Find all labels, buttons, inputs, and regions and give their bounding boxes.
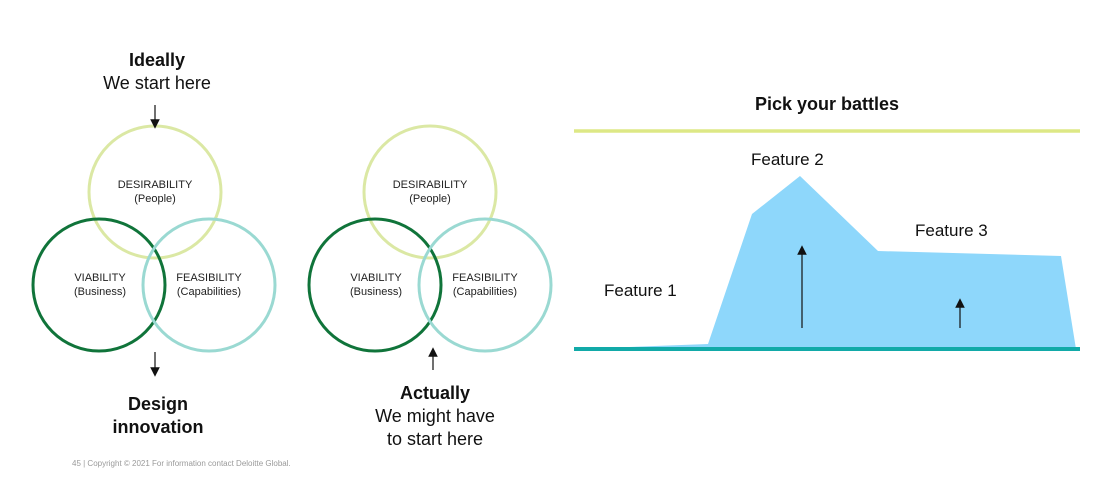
- left-bottom-line1: Design: [127, 394, 189, 414]
- feature3-label: Feature 3: [915, 221, 988, 240]
- left-venn-diagram: [31, 105, 277, 377]
- left-feasibility-circle: [141, 217, 277, 353]
- middle-feasibility-label: FEASIBILITY (Capabilities): [452, 271, 517, 299]
- left-top-subtitle: We start here: [103, 73, 211, 93]
- left-viability-circle: [31, 217, 167, 353]
- battles-chart: [574, 129, 1080, 351]
- middle-viability-circle: [307, 217, 443, 353]
- middle-bottom-line2: to start here: [386, 429, 484, 449]
- left-feasibility-label: FEASIBILITY (Capabilities): [176, 271, 241, 299]
- middle-viability-label: VIABILITY (Business): [350, 271, 402, 299]
- feature1-label: Feature 1: [604, 281, 677, 300]
- left-desirability-sub: (People): [134, 193, 176, 205]
- left-viability-title: VIABILITY: [74, 272, 126, 284]
- left-viability-label: VIABILITY (Business): [74, 271, 126, 299]
- middle-desirability-circle: [362, 124, 498, 260]
- middle-desirability-sub: (People): [409, 193, 451, 205]
- middle-venn-diagram: [307, 124, 553, 370]
- battles-title: Pick your battles: [754, 94, 900, 114]
- footer-copyright: 45 | Copyright © 2021 For information co…: [72, 459, 291, 468]
- middle-feasibility-sub: (Capabilities): [452, 286, 518, 298]
- left-bottom-line2: innovation: [112, 417, 204, 437]
- left-desirability-label: DESIRABILITY (People): [118, 178, 193, 206]
- left-viability-sub: (Business): [74, 286, 126, 298]
- middle-desirability-label: DESIRABILITY (People): [393, 178, 468, 206]
- middle-feasibility-title: FEASIBILITY: [452, 272, 518, 284]
- middle-viability-sub: (Business): [350, 286, 402, 298]
- middle-desirability-title: DESIRABILITY: [392, 179, 468, 191]
- middle-bottom-line1: We might have: [375, 406, 495, 426]
- left-top-title: Ideally: [128, 50, 186, 70]
- feature-hill-shape: [576, 176, 1076, 349]
- middle-viability-title: VIABILITY: [350, 272, 402, 284]
- middle-feasibility-circle: [417, 217, 553, 353]
- middle-bottom-title: Actually: [399, 383, 471, 403]
- left-desirability-title: DESIRABILITY: [117, 179, 193, 191]
- left-feasibility-title: FEASIBILITY: [176, 272, 242, 284]
- feature2-label: Feature 2: [751, 150, 824, 169]
- left-feasibility-sub: (Capabilities): [176, 286, 242, 298]
